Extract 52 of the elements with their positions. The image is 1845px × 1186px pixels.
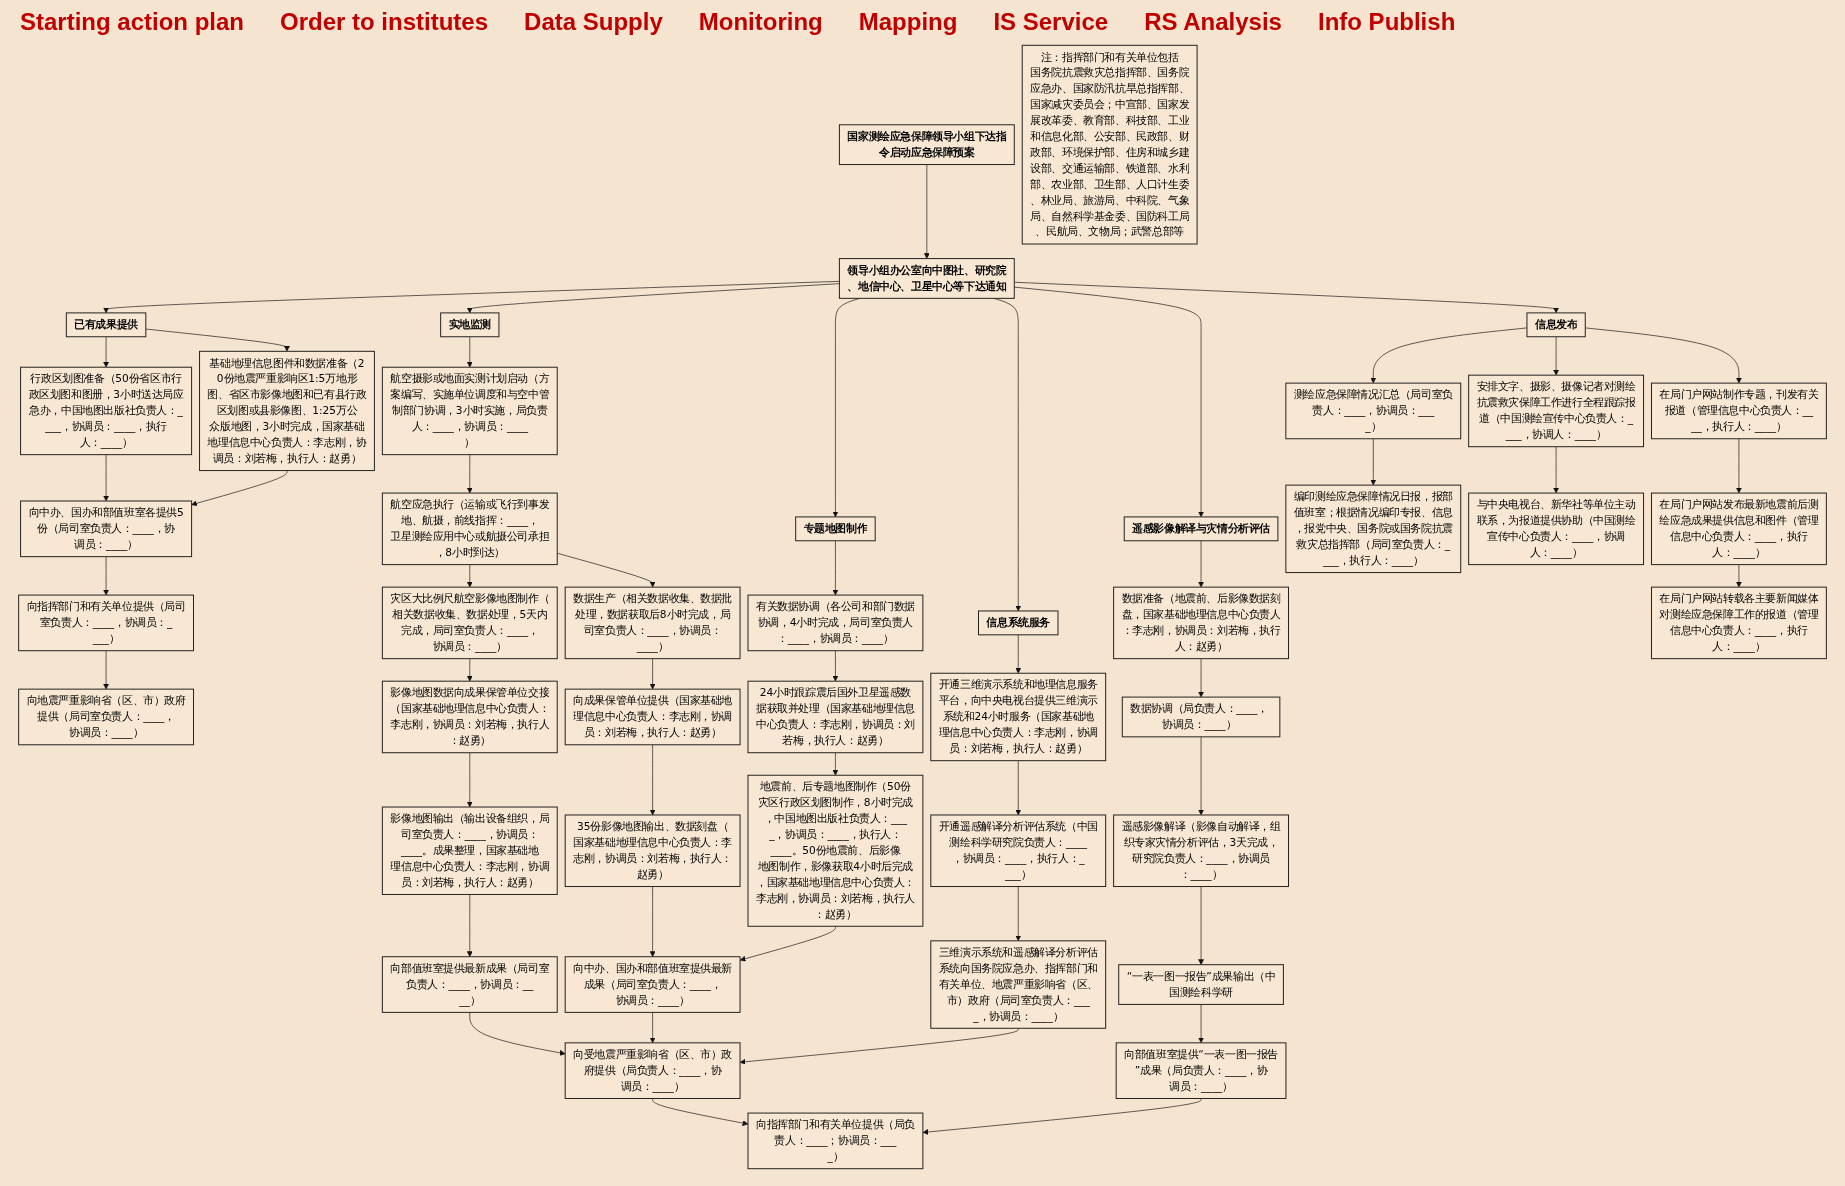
- node-box: 向部值班室提供“一表一图一报告”成果（局负责人：____，协调员：____）: [1115, 1042, 1287, 1099]
- node-box: 专题地图制作: [795, 516, 876, 542]
- node-box: 地震前、后专题地图制作（50份灾区行政区划图制作，8小时完成，中国地图出版社负责人：____，协调员：____，执行人：____。50份地震前、后影像地图制作，影像获取4小时后完成，国家基础地理信息中心负责人：李志刚，协调员：刘若梅，执行人：赵勇）: [747, 774, 924, 927]
- node-box: 数据生产（相关数据收集、数据批处理，数据获取后8小时完成，局司室负责人：____，协调员：____）: [564, 586, 741, 660]
- node-box: 注：指挥部门和有关单位包括 国务院抗震救灾总指挥部、国务院应急办、国家防汛抗旱总指挥部、国家减灾委员会；中宣部、国家发展改革委、教育部、科技部、工业和信息化部、公安部、民政部、财政部、环境保护部、住房和城乡建设部、交通运输部、铁道部、水利部、农业部、卫生部、人口计生委、林业局、旅游局、中科院、气象局、自然科学基金委、国防科工局、民航局、文物局；武警总部等: [1021, 44, 1198, 245]
- node-box: 行政区划图准备（50份省区市行政区划图和图册，3小时送达局应急办，中国地图出版社负责人：____，协调员：____，执行人：____）: [20, 366, 193, 456]
- node-box: 在局门户网站转载各主要新闻媒体对测绘应急保障工作的报道（管理信息中心负责人：____，执行人：____）: [1651, 586, 1827, 660]
- node-box: 领导小组办公室向中图社、研究院、地信中心、卫星中心等下达通知: [838, 258, 1015, 299]
- section-heading: Mapping: [858, 8, 958, 36]
- section-heading: Starting action plan: [20, 8, 244, 36]
- section-heading: Info Publish: [1317, 8, 1456, 36]
- node-box: 数据协调（局负责人：____，协调员：____）: [1121, 696, 1281, 738]
- node-box: 在局门户网站发布最新地震前后测绘应急成果提供信息和图件（管理信息中心负责人：____，执行人：____）: [1651, 492, 1827, 566]
- node-box: 灾区大比例尺航空影像地图制作（相关数据收集、数据处理，5天内完成，局司室负责人：____，协调员：____）: [381, 586, 558, 660]
- node-box: 开通三维演示系统和地理信息服务平台，向中央电视台提供三维演示系统和24小时服务（国家基础地理信息中心负责人：李志刚，协调员：刘若梅，执行人：赵勇）: [930, 672, 1107, 762]
- node-box: 航空摄影或地面实测计划启动（方案编写、实施单位调度和与空中管制部门协调，3小时实施，局负责人：____，协调员：____）: [381, 366, 558, 456]
- node-box: 24小时跟踪震后国外卫星遥感数据获取并处理（国家基础地理信息中心负责人：李志刚，协调员：刘若梅，执行人：赵勇）: [747, 680, 924, 754]
- node-box: “一表一图一报告”成果输出（中国测绘科学研: [1118, 964, 1284, 1005]
- node-box: 三维演示系统和遥感解译分析评估系统向国务院应急办、指挥部门和有关单位、地震严重影响省（区、市）政府（局司室负责人：____，协调员：____）: [930, 940, 1107, 1029]
- section-heading: RS Analysis: [1144, 8, 1282, 36]
- node-box: 向中办、国办和部值班室提供最新成果（局司室负责人：____，协调员：____）: [564, 956, 741, 1013]
- node-box: 遥感影像解译（影像自动解译，组织专家灾情分析评估，3天完成，研究院负责人：____，协调员：____）: [1113, 814, 1289, 888]
- node-box: 国家测绘应急保障领导小组下达指令启动应急保障预案: [838, 124, 1015, 166]
- node-box: 开通遥感解译分析评估系统（中国测绘科学研究院负责人：____，协调员：____，执行人：____）: [930, 814, 1107, 888]
- node-box: 向地震严重影响省（区、市）政府提供（局司室负责人：____，协调员：____）: [18, 688, 194, 746]
- section-heading: Monitoring: [698, 8, 823, 36]
- node-box: 遥感影像解译与灾情分析评估: [1123, 516, 1279, 542]
- node-box: 影像地图输出（输出设备组织，局司室负责人：____，协调员：____。成果整理，国家基础地理信息中心负责人：李志刚，协调员：刘若梅，执行人：赵勇）: [381, 806, 558, 895]
- section-heading: Order to institutes: [280, 8, 489, 36]
- node-box: 航空应急执行（运输或飞行到事发地、航摄，前线指挥：____，卫星测绘应用中心或航摄公司承担，8小时到达）: [381, 492, 558, 566]
- node-box: 向部值班室提供最新成果（局司室负责人：____，协调员：____）: [381, 956, 558, 1013]
- node-box: 在局门户网站制作专题，刊发有关报道（管理信息中心负责人：____，执行人：____）: [1651, 382, 1827, 440]
- node-box: 向指挥部门和有关单位提供（局负责人：____；协调员：____）: [747, 1112, 924, 1170]
- section-heading: Data Supply: [524, 8, 663, 36]
- node-box: 基础地理信息图件和数据准备（20份地震严重影响区1:5万地形图、省区市影像地图和已有县行政区划图或县影像图、1:25万公众版地图，3小时完成，国家基础地理信息中心负责人：李志刚，协调员：刘若梅，执行人：赵勇）: [199, 350, 375, 472]
- node-box: 数据准备（地震前、后影像数据刻盘，国家基础地理信息中心负责人：李志刚，协调员：刘若梅，执行人：赵勇）: [1113, 586, 1289, 660]
- node-box: 测绘应急保障情况汇总（局司室负责人：____，协调员：____）: [1285, 382, 1462, 440]
- node-box: 向受地震严重影响省（区、市）政府提供（局负责人：____，协调员：____）: [564, 1042, 741, 1099]
- node-box: 35份影像地图输出、数据刻盘（国家基础地理信息中心负责人：李志刚，协调员：刘若梅，执行人：赵勇）: [564, 814, 741, 888]
- node-box: 信息发布: [1526, 312, 1586, 338]
- section-heading: IS Service: [993, 8, 1109, 36]
- node-box: 已有成果提供: [65, 312, 147, 338]
- node-box: 向指挥部门和有关单位提供（局司室负责人：____，协调员：____）: [18, 594, 194, 652]
- node-box: 有关数据协调（各公司和部门数据协调，4小时完成，局司室负责人：____，协调员：____）: [747, 594, 924, 652]
- node-box: 影像地图数据向成果保管单位交接（国家基础地理信息中心负责人：李志刚，协调员：刘若梅，执行人：赵勇）: [381, 680, 558, 754]
- node-box: 安排文字、摄影、摄像记者对测绘抗震救灾保障工作进行全程跟踪报道（中国测绘宣传中心负责人：____，协调人：____）: [1468, 374, 1645, 448]
- node-box: 与中央电视台、新华社等单位主动联系，为报道提供协助（中国测绘宣传中心负责人：____，协调人：____）: [1468, 492, 1645, 566]
- node-box: 信息系统服务: [978, 610, 1059, 636]
- node-box: 编印测绘应急保障情况日报，报部值班室；根据情况编印专报、信息，报党中央、国务院或国务院抗震救灾总指挥部（局司室负责人：____，执行人：____）: [1285, 484, 1462, 574]
- node-box: 实地监测: [440, 312, 500, 338]
- node-box: 向成果保管单位提供（国家基础地理信息中心负责人：李志刚，协调员：刘若梅，执行人：赵勇）: [564, 688, 741, 746]
- node-box: 向中办、国办和部值班室各提供5份（局司室负责人：____，协调员：____）: [20, 500, 193, 558]
